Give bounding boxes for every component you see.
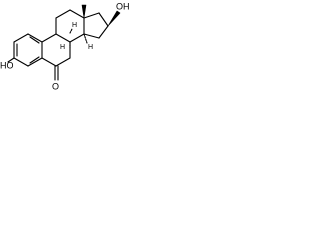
bond-a5 [27, 57, 43, 67]
bond-d1 [83, 12, 100, 19]
structure-canvas: O OH HO H H H [0, 0, 149, 109]
h-label-9: H [72, 22, 77, 29]
ketone-oxygen-label: O [52, 81, 59, 91]
double-bond-a3 [29, 56, 40, 64]
ring-b [41, 33, 71, 67]
bond-d2 [98, 12, 109, 27]
steroid-structure-diagram: O OH HO H H H [0, 1, 130, 91]
hydroxyl-a-label: HO [0, 60, 14, 70]
bond-c3 [69, 9, 85, 19]
h-label-8: H [60, 44, 65, 51]
bond-b4 [55, 57, 71, 67]
ring-d [83, 12, 109, 39]
bond-c5 [69, 33, 85, 43]
oh-wedge [107, 10, 121, 27]
ring-c [55, 9, 85, 43]
bond-b2 [55, 33, 71, 43]
double-bond-a2 [29, 36, 40, 44]
bond-b5 [41, 57, 57, 67]
bond-d3 [98, 25, 109, 39]
bond-c2 [55, 9, 71, 19]
bond-b1 [41, 33, 57, 43]
ring-a [13, 33, 43, 67]
bond-a6 [13, 57, 29, 67]
ketone-group: O [52, 65, 59, 91]
h9-bond [69, 28, 73, 34]
oh-bond-ring-a [7, 57, 15, 63]
h14-bond [83, 33, 88, 44]
hydroxyl-d-label: OH [116, 1, 130, 11]
bond-a2 [13, 33, 29, 43]
bond-d4 [83, 33, 100, 39]
bond-a3 [27, 33, 43, 43]
h-label-14: H [88, 44, 93, 51]
methyl-wedge [81, 4, 87, 19]
